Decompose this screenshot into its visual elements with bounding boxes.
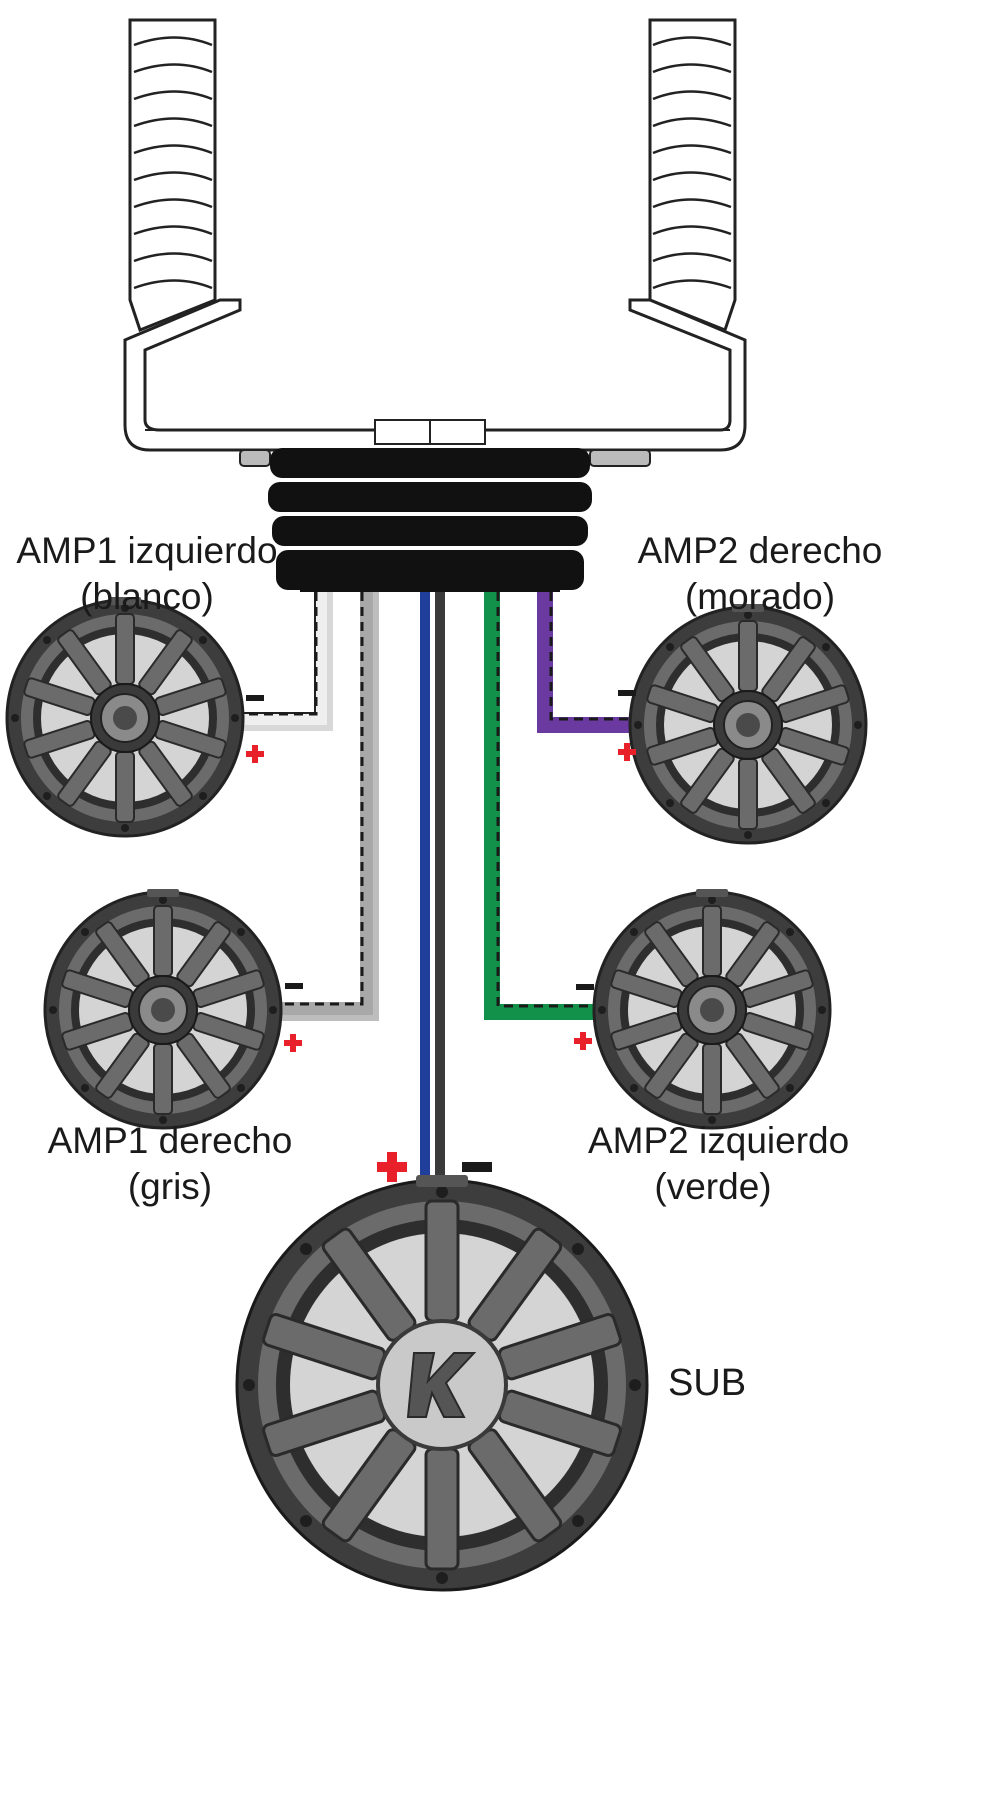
label-amp2-right-color: (morado) — [684, 576, 836, 617]
label-amp2-left: AMP2 izquierdo (verde) — [588, 1118, 850, 1210]
speaker-amp2-right — [628, 602, 868, 845]
label-amp1-right-color: (gris) — [127, 1166, 213, 1207]
label-amp1-right: AMP1 derecho (gris) — [40, 1118, 300, 1210]
kicker-logo-icon — [406, 1352, 477, 1418]
plus-icon — [284, 1034, 302, 1052]
label-amp1-left-color: (blanco) — [80, 576, 214, 617]
minus-icon — [618, 690, 636, 696]
label-amp2-left-name: AMP2 izquierdo — [588, 1120, 850, 1161]
minus-icon — [462, 1162, 492, 1172]
plus-icon — [377, 1152, 407, 1182]
label-amp2-left-color: (verde) — [654, 1166, 772, 1207]
minus-icon — [576, 984, 594, 990]
wire-amp2-right-purple — [537, 592, 642, 733]
subwoofer-icon — [235, 1175, 649, 1592]
wire-amp1-right-gray — [278, 592, 379, 1021]
minus-icon — [285, 983, 303, 989]
wire-amp1-left-white — [238, 592, 333, 731]
polarity-markers — [246, 690, 636, 1182]
wakeboard-tower-icon — [123, 18, 747, 452]
speaker-amp2-left — [592, 887, 832, 1130]
plus-icon — [246, 745, 264, 763]
plus-icon — [574, 1032, 592, 1050]
wires — [238, 592, 642, 1182]
label-amp1-left-name: AMP1 izquierdo — [16, 530, 278, 571]
label-amp1-left: AMP1 izquierdo (blanco) — [12, 528, 282, 620]
speaker-amp1-right — [43, 887, 283, 1130]
speaker-icon — [43, 887, 283, 1130]
label-amp1-right-name: AMP1 derecho — [47, 1120, 293, 1161]
label-amp2-right: AMP2 derecho (morado) — [630, 528, 890, 620]
speaker-icon — [5, 595, 245, 838]
plus-icon — [618, 743, 636, 761]
wire-amp2-left-green — [484, 592, 600, 1020]
speaker-amp1-left — [5, 595, 245, 838]
speaker-icon — [592, 887, 832, 1130]
label-amp2-right-name: AMP2 derecho — [637, 530, 883, 571]
speaker-icon — [628, 602, 868, 845]
minus-icon — [246, 695, 264, 701]
label-sub: SUB — [668, 1362, 747, 1404]
cable-gland-icon — [239, 448, 651, 592]
